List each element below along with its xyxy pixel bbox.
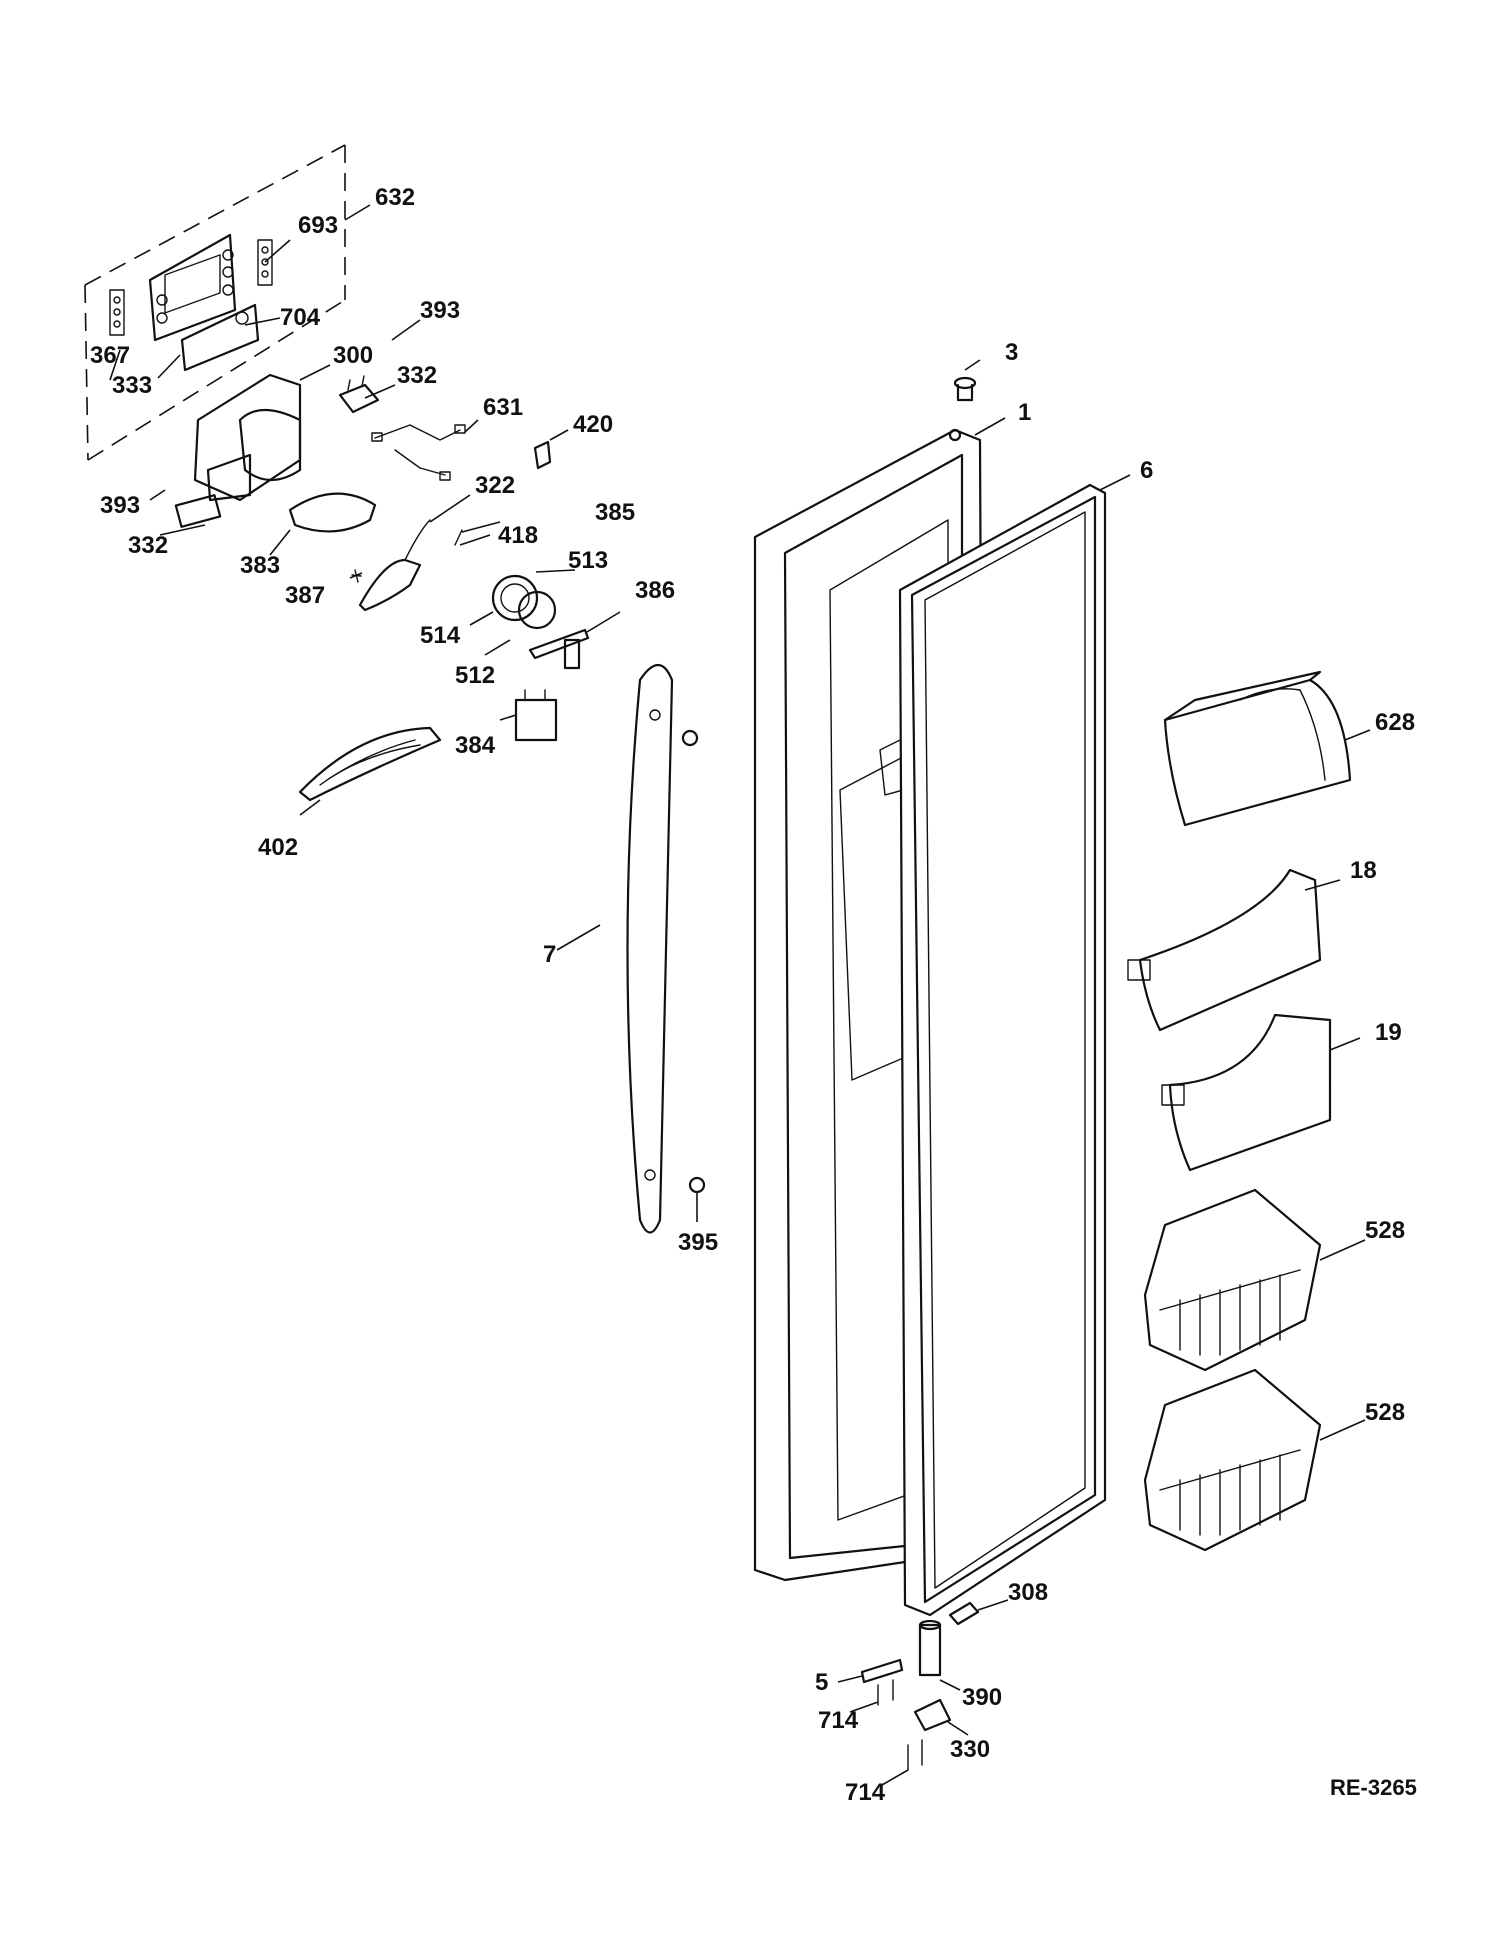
damper-bracket	[528, 628, 590, 670]
hinge-cam	[913, 1698, 952, 1732]
hinge-cylinder	[918, 1619, 942, 1677]
label-333: 333	[112, 372, 152, 399]
label-322: 322	[475, 472, 515, 499]
label-402: 402	[258, 834, 298, 861]
label-367: 367	[90, 342, 130, 369]
label-308: 308	[1008, 1579, 1048, 1606]
label-384: 384	[455, 732, 496, 759]
hinge-pin	[948, 1601, 980, 1626]
door-damper	[491, 574, 557, 630]
dispenser-control-panel	[84, 144, 346, 461]
label-420: 420	[573, 411, 613, 438]
label-714-lower: 714	[845, 1779, 886, 1806]
label-332-upper: 332	[397, 362, 437, 389]
label-3: 3	[1005, 339, 1018, 366]
leader-lines	[109, 204, 1371, 1786]
label-693: 693	[298, 212, 338, 239]
label-628: 628	[1375, 709, 1415, 736]
label-528-upper: 528	[1365, 1217, 1405, 1244]
label-513: 513	[568, 547, 608, 574]
door-bin-19	[1161, 1013, 1332, 1172]
label-631: 631	[483, 394, 523, 421]
door-bin-628	[1163, 670, 1352, 827]
label-528-lower: 528	[1365, 1399, 1405, 1426]
door-gasket	[898, 483, 1107, 1617]
small-spring	[454, 529, 463, 546]
label-386: 386	[635, 577, 675, 604]
label-6: 6	[1140, 457, 1153, 484]
drip-tray	[298, 726, 442, 802]
label-19: 19	[1375, 1019, 1402, 1046]
hinge-bracket-5	[860, 1658, 904, 1684]
dispenser-bracket	[338, 375, 380, 414]
reference-code: RE-3265	[1330, 1775, 1417, 1800]
hinge-bushing	[953, 376, 977, 402]
label-332-lower: 332	[128, 532, 168, 559]
label-7: 7	[543, 941, 556, 968]
label-393-upper: 393	[420, 297, 460, 324]
door-bin-18	[1127, 868, 1322, 1032]
thermostat-switch	[533, 440, 552, 470]
label-418: 418	[498, 522, 538, 549]
handle-screw-top	[681, 729, 699, 747]
wire-basket-lower	[1143, 1368, 1322, 1552]
label-632: 632	[375, 184, 415, 211]
label-714-upper: 714	[818, 1707, 859, 1734]
wire-harness	[371, 424, 466, 481]
label-387: 387	[285, 582, 325, 609]
label-512: 512	[455, 662, 495, 689]
screws-714-upper	[877, 1679, 894, 1706]
solenoid	[514, 689, 558, 742]
label-5: 5	[815, 1669, 828, 1696]
label-390: 390	[962, 1684, 1002, 1711]
label-383: 383	[240, 552, 280, 579]
label-395: 395	[678, 1229, 718, 1256]
dispenser-arm	[358, 519, 431, 612]
label-300: 300	[333, 342, 373, 369]
label-330: 330	[950, 1736, 990, 1763]
label-393-lower: 393	[100, 492, 140, 519]
part-labels: 632 693 367 704 333 393 300 332 631 420 …	[90, 184, 1415, 1806]
switch-actuator	[174, 494, 222, 528]
label-1: 1	[1018, 399, 1031, 426]
dispenser-housing	[193, 373, 302, 502]
label-514: 514	[420, 622, 461, 649]
handle-screw-bottom	[688, 1176, 706, 1194]
label-18: 18	[1350, 857, 1377, 884]
door-handle	[626, 663, 674, 1234]
screws-714-lower	[907, 1739, 923, 1771]
label-385: 385	[595, 499, 635, 526]
funnel-guide	[288, 492, 377, 533]
wire-basket-upper	[1143, 1188, 1322, 1372]
label-704: 704	[280, 304, 321, 331]
